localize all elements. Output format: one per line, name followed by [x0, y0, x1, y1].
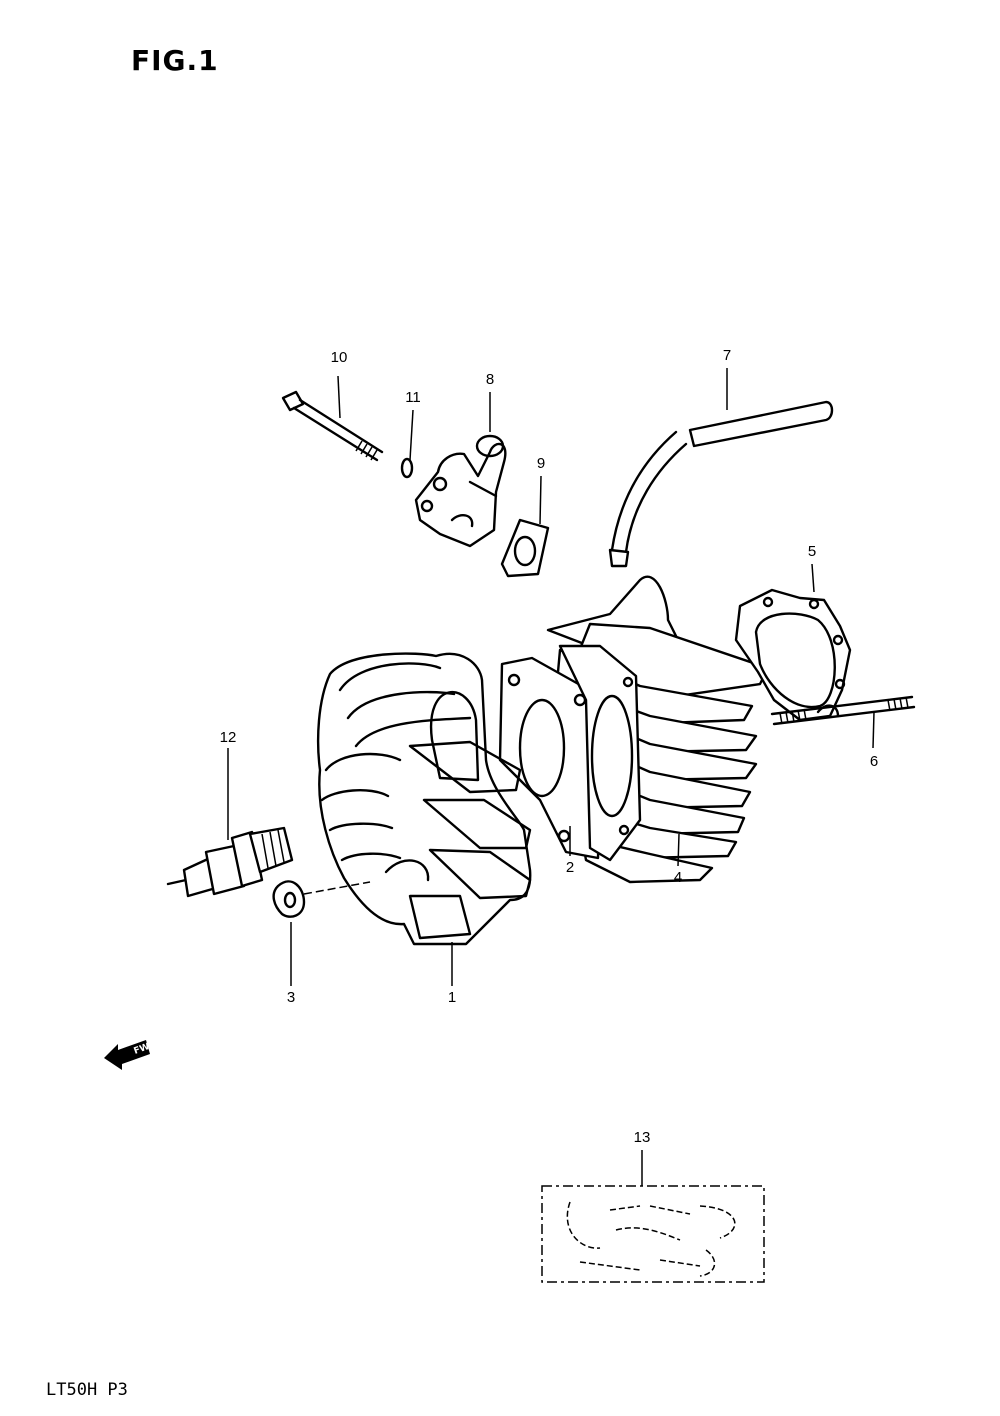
intake-pipe-part [414, 434, 507, 548]
callout-labels: 1 2 3 4 5 6 7 8 9 10 11 12 13 FWD [133, 347, 879, 1146]
cylinder-bore-part [558, 644, 642, 862]
leader-lines [227, 368, 875, 1186]
callout-6: 6 [870, 753, 878, 770]
hose-part [608, 400, 834, 568]
spark-plug-part [166, 826, 294, 898]
callout-5: 5 [808, 543, 816, 560]
forward-direction-marker [104, 1040, 150, 1070]
label-plate-part [541, 1185, 765, 1283]
lock-washer-part [400, 457, 414, 479]
cylinder-base-gasket-part [734, 588, 852, 722]
figure-title: FIG.1 [131, 44, 219, 77]
callout-11: 11 [405, 389, 421, 406]
callout-2: 2 [566, 859, 574, 876]
callout-7: 7 [723, 347, 731, 364]
stud-bolt-part [770, 695, 916, 726]
washer-part [272, 880, 306, 918]
callout-12: 12 [220, 729, 237, 746]
callout-4: 4 [674, 869, 682, 886]
callout-8: 8 [486, 371, 494, 388]
intake-gasket-part [500, 518, 550, 578]
callout-13: 13 [634, 1129, 651, 1146]
bolt-part [281, 390, 384, 462]
page-reference: LT50H P3 [46, 1380, 128, 1400]
cylinder-head-part [316, 652, 532, 946]
callout-1: 1 [448, 989, 456, 1006]
cylinder-head-gasket-part [498, 656, 604, 860]
callout-3: 3 [287, 989, 295, 1006]
callout-9: 9 [537, 455, 545, 472]
callout-10: 10 [331, 349, 348, 366]
